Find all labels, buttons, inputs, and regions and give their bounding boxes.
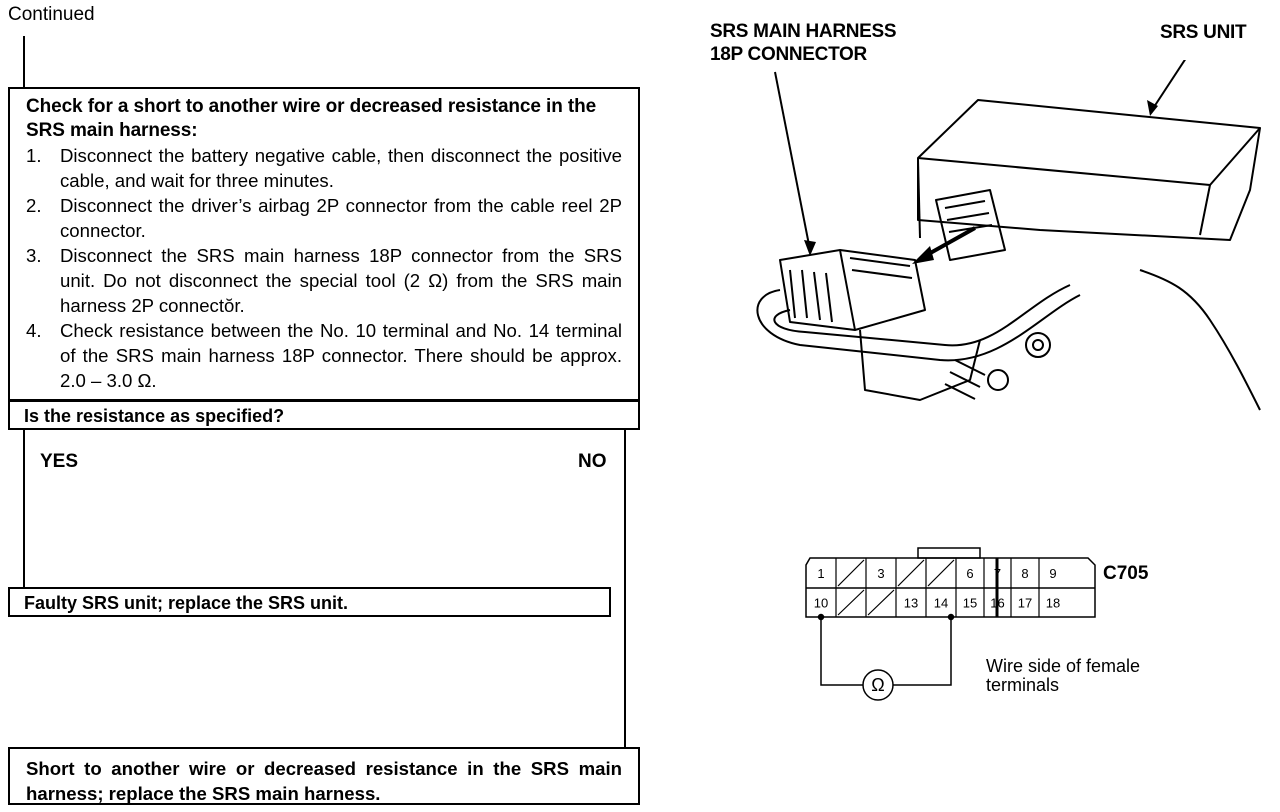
connector-id-label: C705	[1103, 563, 1149, 584]
srs-unit-label: SRS UNIT	[1160, 22, 1247, 43]
flow-line-no	[624, 430, 626, 748]
mount-bracket	[859, 329, 981, 401]
unused-pin-slash	[897, 559, 925, 587]
harness-cable	[756, 289, 1081, 362]
no-result-box: Short to another wire or decreased resis…	[8, 747, 640, 805]
pin-number: 17	[1018, 596, 1032, 611]
flow-line-yes	[23, 430, 25, 588]
harness-leader-line	[774, 71, 811, 251]
pin-number: 1	[817, 566, 824, 581]
body-contour	[1139, 269, 1261, 411]
harness-connector-label: SRS MAIN HARNESS 18P CONNECTOR	[710, 21, 897, 65]
unused-pin-slash	[837, 559, 865, 587]
connector-latch	[917, 547, 981, 559]
meter-lead-10	[820, 617, 863, 686]
disconnect-arrow	[924, 226, 976, 258]
unit-leader-line	[1151, 60, 1186, 111]
pin-number: 10	[814, 596, 828, 611]
pin-number: 16	[990, 596, 1004, 611]
pin-number: 14	[934, 596, 948, 611]
procedure-step: 2.Disconnect the driver’s airbag 2P conn…	[26, 195, 622, 241]
pin-number: 18	[1046, 596, 1060, 611]
procedure-step: 1.Disconnect the battery negative cable,…	[26, 145, 622, 191]
pin-number: 7	[994, 566, 1001, 581]
unused-pin-slash	[837, 589, 865, 616]
srs-unit-body	[917, 99, 1261, 241]
ohmmeter-symbol	[862, 669, 894, 701]
procedure-step: 4.Check resistance between the No. 10 te…	[26, 320, 622, 391]
bolt	[987, 369, 1009, 391]
pin-number: 8	[1021, 566, 1028, 581]
procedure-steps: 1.Disconnect the battery negative cable,…	[26, 143, 622, 393]
yes-result-box: Faulty SRS unit; replace the SRS unit.	[8, 587, 611, 617]
pin-number: 9	[1049, 566, 1056, 581]
flow-line-top	[23, 36, 25, 88]
question-box: Is the resistance as specified?	[8, 400, 640, 430]
procedure-step: 3.Disconnect the SRS main harness 18P co…	[26, 245, 622, 316]
check-heading: Check for a short to another wire or dec…	[26, 96, 597, 141]
pin-number: 15	[963, 596, 977, 611]
pin-number: 13	[904, 596, 918, 611]
ohm-symbol: Ω	[871, 675, 884, 695]
pin-number: 3	[877, 566, 884, 581]
bolt	[1025, 332, 1051, 358]
meter-lead-14	[893, 617, 952, 686]
pin-number: 6	[966, 566, 973, 581]
unused-pin-slash	[867, 589, 895, 616]
connector-illustration	[756, 60, 1261, 411]
wire-side-note: Wire side of female terminals	[986, 656, 1141, 695]
yes-branch-label: YES	[40, 451, 79, 472]
unused-pin-slash	[927, 559, 955, 587]
check-procedure-box: Check for a short to another wire or dec…	[8, 87, 640, 401]
no-branch-label: NO	[578, 451, 607, 472]
connector-outline	[805, 557, 1096, 618]
unit-socket	[935, 189, 1006, 261]
continued-label: Continued	[8, 4, 95, 25]
